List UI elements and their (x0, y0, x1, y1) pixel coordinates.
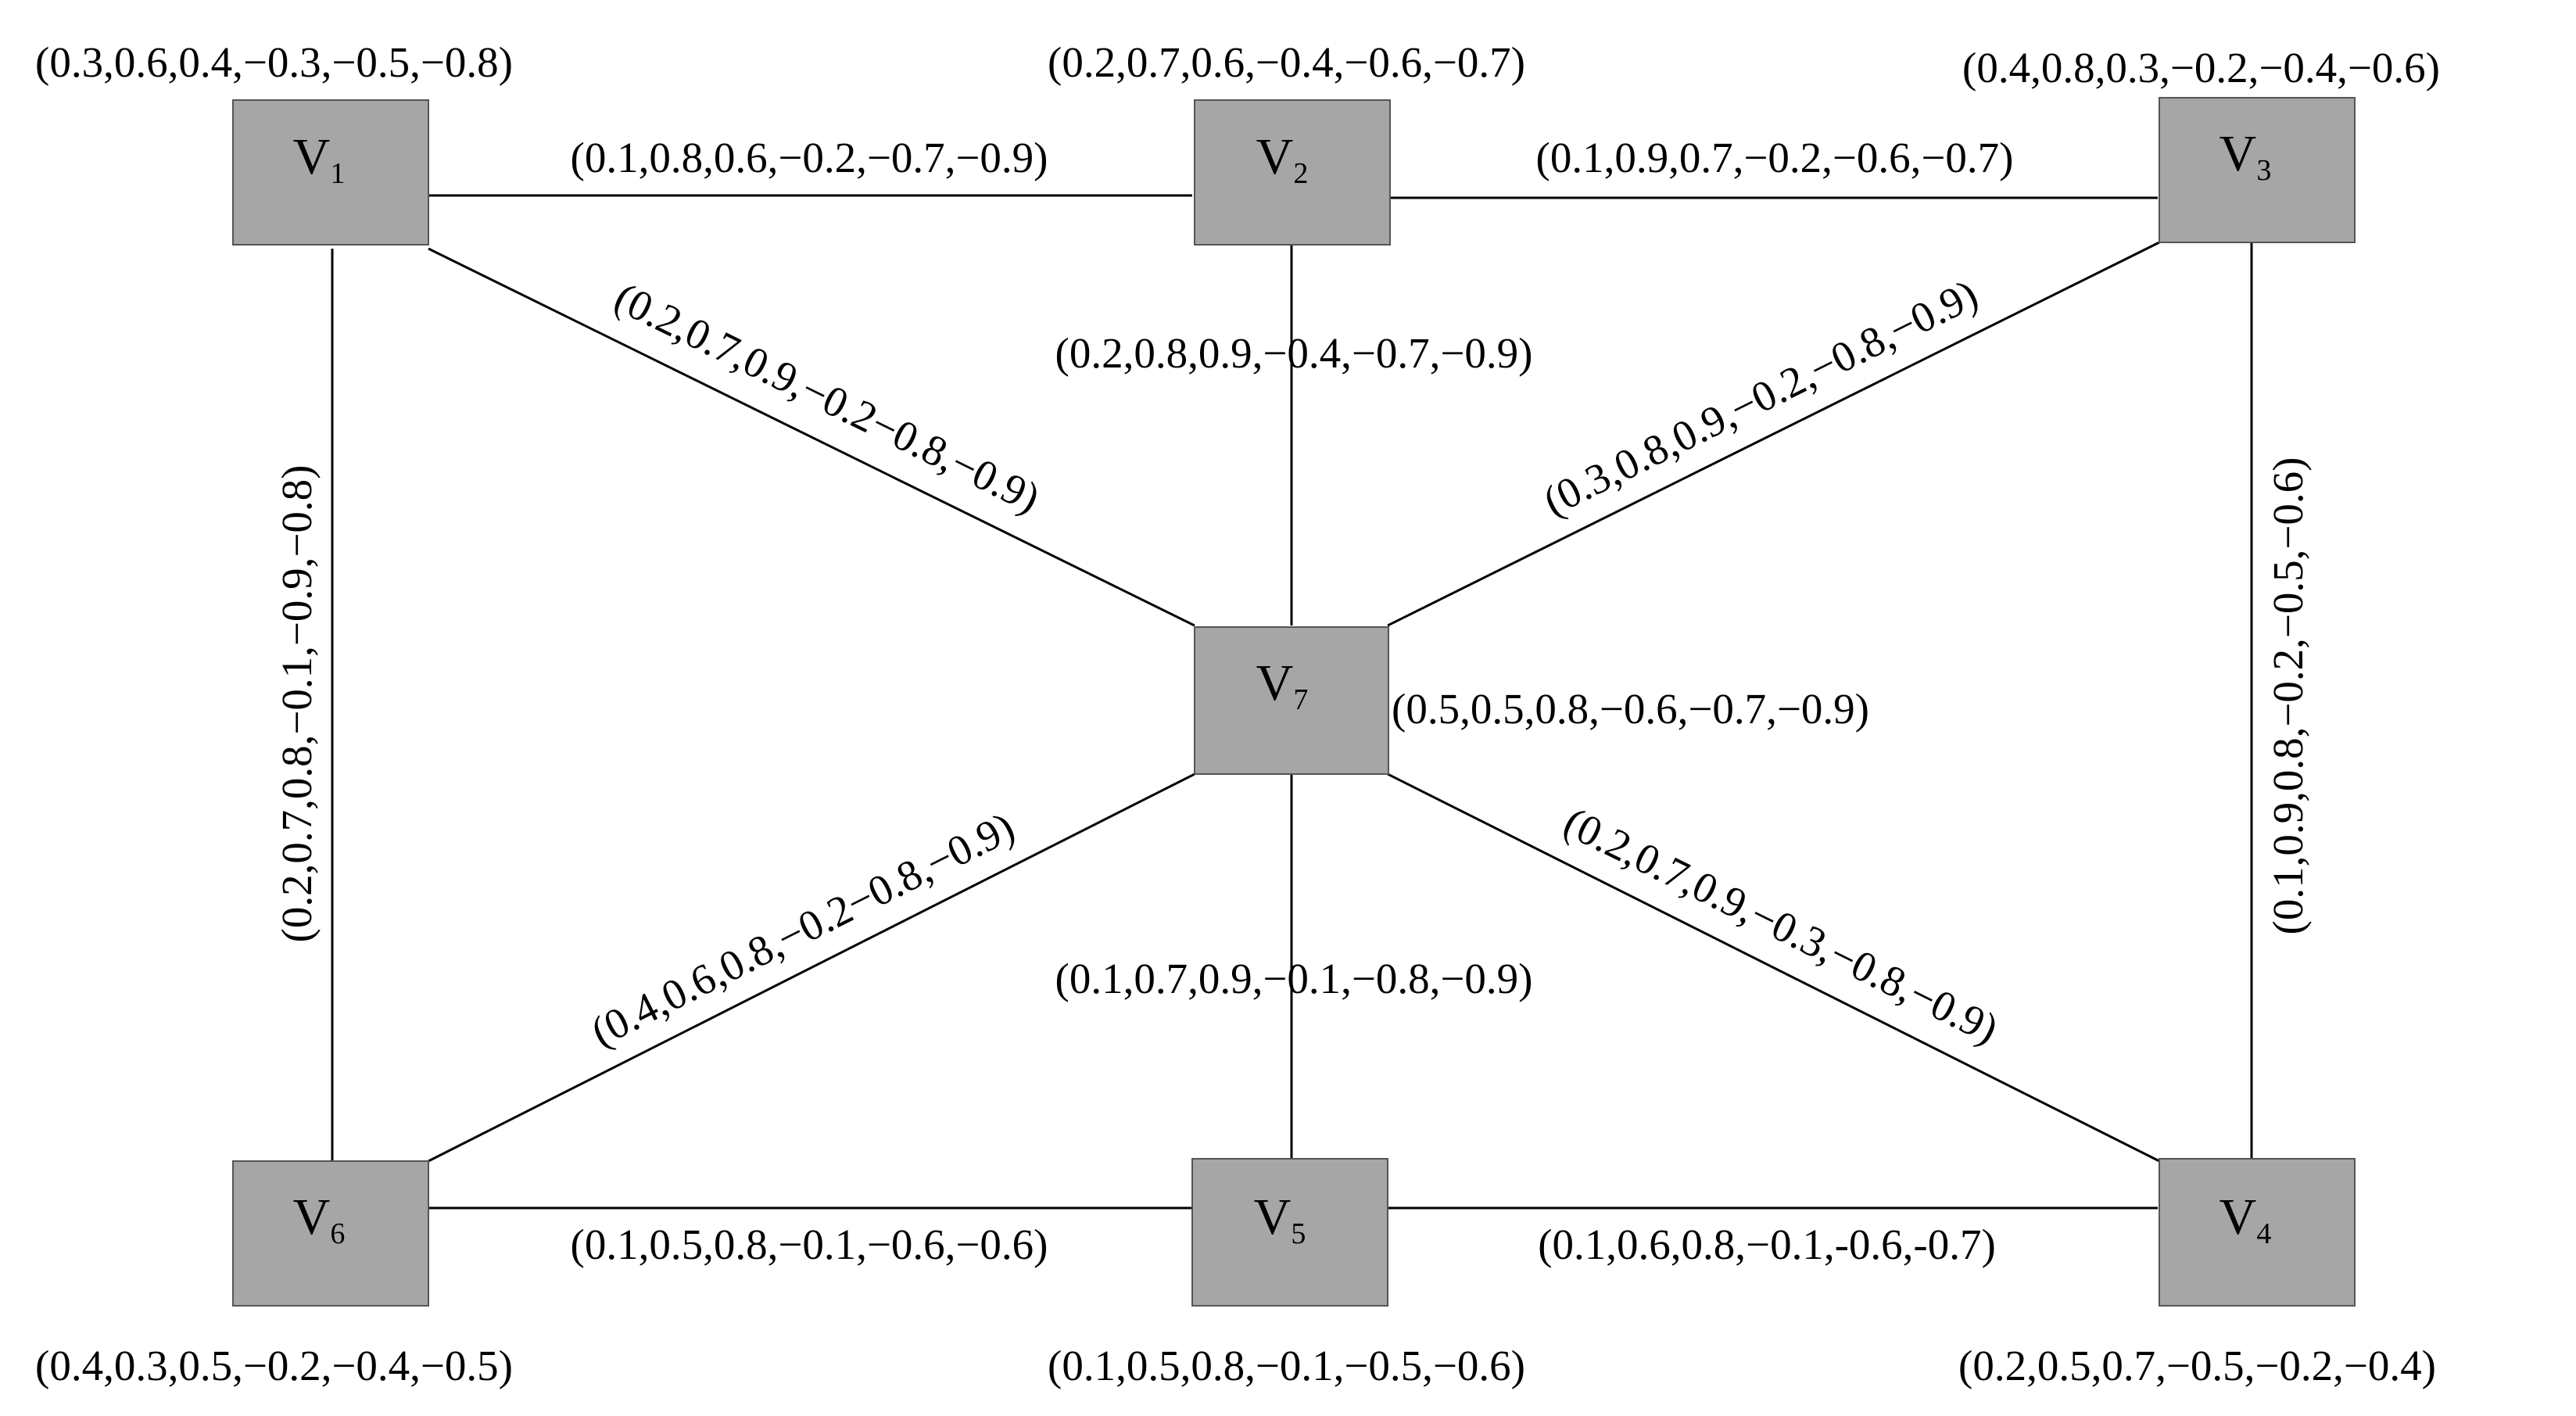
node-v4: V4 (2159, 1158, 2356, 1307)
node-v6-box (232, 1160, 429, 1307)
node-v2: V2 (1194, 99, 1391, 246)
edge-v4-v7-label: (0.2,0.7,0.9,−0.3,−0.8,−0.9) (1557, 798, 2005, 1052)
node-v4-label: (0.2,0.5,0.7,−0.5,−0.2,−0.4) (1958, 1342, 2436, 1389)
node-v3: V3 (2159, 97, 2356, 243)
edge-v2-v3-label: (0.1,0.9,0.7,−0.2,−0.6,−0.7) (1536, 134, 2014, 181)
node-v1-label: (0.3,0.6,0.4,−0.3,−0.5,−0.8) (35, 38, 513, 86)
edge-v5-v4-label: (0.1,0.6,0.8,−0.1,-0.6,-0.7) (1538, 1221, 1996, 1268)
node-v1-box (232, 99, 429, 246)
node-v4-name: V4 (2220, 1188, 2272, 1250)
node-v3-name: V3 (2220, 125, 2272, 187)
node-v4-box (2159, 1158, 2356, 1307)
edge-v1-v7-line (428, 247, 1195, 627)
node-v5: V5 (1191, 1158, 1388, 1307)
node-v5-name: V5 (1254, 1188, 1306, 1250)
edge-v6-v5-label: (0.1,0.5,0.8,−0.1,−0.6,−0.6) (571, 1221, 1048, 1268)
edge-v3-v7-label: (0.3,0.8,0.9,−0.2,−0.8,−0.9) (1536, 270, 1985, 525)
edge-v6-v7-label: (0.4,0.6,0.8,−0.2−0.8,−0.9) (583, 803, 1022, 1056)
edge-v1-v6-label: (0.2,0.7,0.8,−0.1,−0.9,−0.8) (273, 465, 321, 943)
node-v6: V6 (232, 1160, 429, 1307)
node-v3-label: (0.4,0.8,0.3,−0.2,−0.4,−0.6) (1962, 44, 2440, 91)
edge-v5-v7-label: (0.1,0.7,0.9,−0.1,−0.8,−0.9) (1055, 955, 1533, 1002)
edge-v1-v7-label: (0.2,0.7,0.9,−0.2−0.8,−0.9) (607, 273, 1048, 522)
node-v7-box (1194, 626, 1389, 775)
node-v2-name: V2 (1256, 128, 1309, 190)
edge-v3-v7-line (1387, 241, 2160, 627)
node-v1: V1 (232, 99, 429, 246)
edge-v3-v4-label: (0.1,0.9,0.8,−0.2,−0.5,−0.6) (2264, 457, 2312, 935)
node-v2-label: (0.2,0.7,0.6,−0.4,−0.6,−0.7) (1048, 38, 1525, 86)
edge-v1-v2-label: (0.1,0.8,0.6,−0.2,−0.7,−0.9) (571, 134, 1048, 181)
node-v1-name: V1 (293, 128, 346, 190)
edge-v2-v7-label: (0.2,0.8,0.9,−0.4,−0.7,−0.9) (1055, 329, 1533, 377)
node-v6-name: V6 (293, 1188, 346, 1250)
node-v6-label: (0.4,0.3,0.5,−0.2,−0.4,−0.5) (35, 1342, 513, 1389)
edge-v4-v7-line (1387, 773, 2160, 1163)
edge-v6-v7-line (428, 773, 1195, 1163)
node-v2-box (1194, 99, 1391, 246)
node-v7: V7 (1194, 626, 1389, 775)
node-v5-box (1191, 1158, 1388, 1307)
node-v3-box (2159, 97, 2356, 243)
edge-lines (331, 194, 2253, 1210)
node-v7-name: V7 (1256, 654, 1309, 716)
node-v7-label: (0.5,0.5,0.8,−0.6,−0.7,−0.9) (1392, 685, 1869, 733)
node-v5-label: (0.1,0.5,0.8,−0.1,−0.5,−0.6) (1048, 1342, 1525, 1389)
